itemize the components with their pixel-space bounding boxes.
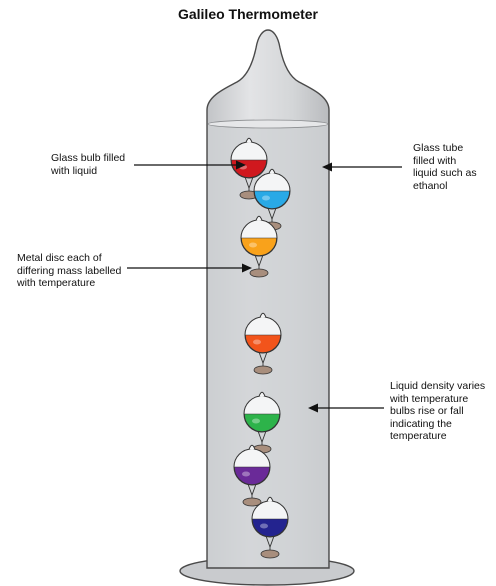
label-line: filled with [413,155,477,168]
label-line: with temperature [17,277,121,290]
label-liquid-density: Liquid density varies with temperature b… [390,380,485,443]
metal-disc [261,550,279,558]
arrow-glass-tube [322,163,402,172]
label-line: bulbs rise or fall [390,405,485,418]
label-line: Metal disc each of [17,252,121,265]
label-line: Glass bulb filled [51,152,125,165]
label-line: liquid such as [413,167,477,180]
label-line: Liquid density varies [390,380,485,393]
label-line: indicating the [390,418,485,431]
diagram-title: Galileo Thermometer [0,6,496,22]
label-line: with temperature [390,393,485,406]
label-glass-tube: Glass tube filled with liquid such as et… [413,142,477,192]
label-line: differing mass labelled [17,265,121,278]
liquid-surface [208,120,328,128]
label-line: with liquid [51,165,125,178]
label-line: ethanol [413,180,477,193]
label-metal-disc: Metal disc each of differing mass labell… [17,252,121,290]
label-line: temperature [390,430,485,443]
label-line: Glass tube [413,142,477,155]
metal-disc [250,269,268,277]
label-glass-bulb: Glass bulb filled with liquid [51,152,125,177]
metal-disc [254,366,272,374]
